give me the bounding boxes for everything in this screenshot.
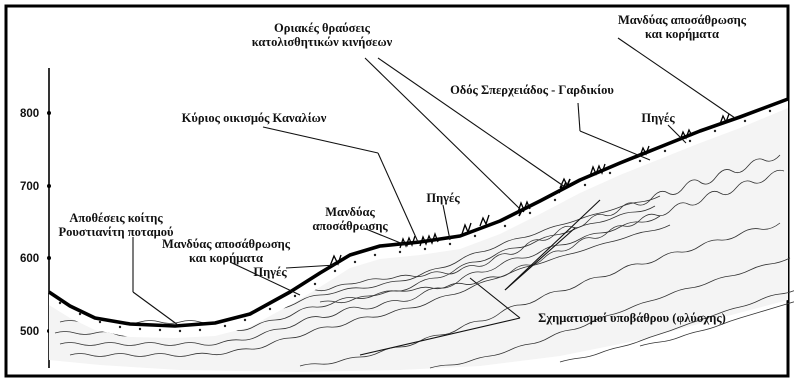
label-bedrock-formations: Σχηματισμοί υποβάθρου (φλύσχης) [538, 311, 726, 325]
label-weathering-mantle-mid-line2: αποσάθρωσης [312, 219, 388, 233]
label-springs-middle: Πηγές [426, 191, 460, 205]
label-riverbed-deposits-line1: Αποθέσεις κοίτης [69, 211, 163, 225]
label-weathering-mantle-top-line2: και κορήματα [645, 27, 719, 41]
label-main-settlement: Κύριος οικισμός Καναλίων [182, 111, 327, 125]
label-boundary-fractures-line1: Οριακές θραύσεις [274, 21, 371, 35]
tick-label-800: 800 [20, 108, 39, 120]
label-weathering-mantle-mid-line1: Μανδύας [325, 205, 375, 219]
label-weathering-mantle-left-line1: Μανδύας αποσάθρωσης [162, 237, 291, 251]
label-springs-right: Πηγές [641, 111, 675, 125]
label-springs-left: Πηγές [253, 265, 287, 279]
label-weathering-mantle-left-line2: και κορήματα [189, 251, 263, 265]
tick-label-700: 700 [20, 181, 39, 193]
tick-label-600: 600 [20, 253, 39, 265]
label-riverbed-deposits-line2: Ρουστιανίτη ποταμού [59, 225, 174, 239]
label-boundary-fractures-line2: κατολισθητικών κινήσεων [252, 35, 393, 49]
tick-label-500: 500 [20, 326, 39, 338]
label-road: Οδός Σπερχειάδος - Γαρδικίου [450, 83, 614, 97]
label-weathering-mantle-top-line1: Μανδύας αποσάθρωσης [618, 13, 747, 27]
